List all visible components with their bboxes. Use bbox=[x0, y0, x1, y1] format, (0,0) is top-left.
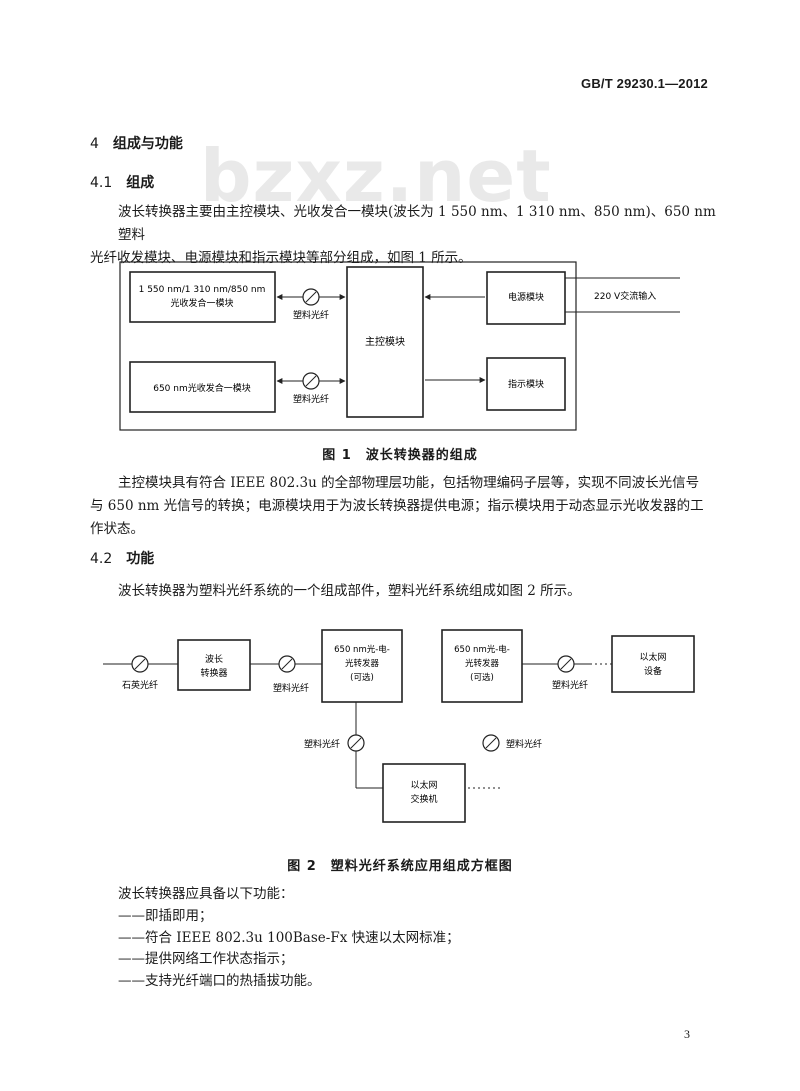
converter-outer-frame bbox=[119, 261, 577, 431]
figure-1-caption: 图 1 波长转换器的组成 bbox=[322, 448, 478, 463]
box-optical-module-label-1: 1 550 nm/1 310 nm/850 nm bbox=[139, 285, 266, 295]
box-indicator bbox=[486, 357, 566, 411]
box-power-label: 电源模块 bbox=[508, 291, 544, 303]
fiber-icon-slash bbox=[305, 375, 317, 387]
box-switch-label-1: 以太网 bbox=[410, 779, 437, 791]
box-wavelength-converter bbox=[177, 639, 251, 691]
text-line: 波长转换器为塑料光纤系统的一个组成部件，塑料光纤系统组成如图 2 所示。 bbox=[118, 583, 581, 599]
section-4-1-heading: 4.1 组成 bbox=[90, 172, 154, 192]
box-main-control bbox=[346, 266, 424, 418]
box-switch-label-2: 交换机 bbox=[410, 793, 437, 805]
figure-2-diagram: 石英光纤 波长 转换器 塑料光纤 650 nm光-电- 光转发器 (可选) 65… bbox=[103, 629, 695, 823]
section-number: 4.2 bbox=[90, 551, 113, 567]
box-transponder-2-label-2: 光转发器 bbox=[465, 658, 500, 669]
section-4-heading: 4 组成与功能 bbox=[90, 133, 183, 153]
box-transponder-2-label-1: 650 nm光-电- bbox=[454, 644, 510, 655]
figure-1-diagram: 1 550 nm/1 310 nm/850 nm 光收发合一模块 650 nm光… bbox=[119, 261, 680, 431]
label-pof-top: 塑料光纤 bbox=[293, 309, 329, 321]
box-transponder-1-label-2: 光转发器 bbox=[345, 658, 380, 669]
figure-2-caption: 图 2 塑料光纤系统应用组成方框图 bbox=[287, 859, 513, 874]
fiber-icon-slash bbox=[350, 737, 362, 749]
section-title: 功能 bbox=[126, 551, 155, 567]
list-item: ——符合 IEEE 802.3u 100Base-Fx 快速以太网标准； bbox=[118, 929, 460, 946]
text-line: 作状态。 bbox=[90, 521, 144, 537]
label-pof-2: 塑料光纤 bbox=[552, 679, 588, 691]
fiber-icon-slash bbox=[485, 737, 497, 749]
watermark: bzxz.net bbox=[200, 134, 552, 218]
paragraph-features-intro: 波长转换器应具备以下功能： bbox=[118, 883, 294, 906]
feature-list: ——即插即用； ——符合 IEEE 802.3u 100Base-Fx 快速以太… bbox=[118, 906, 460, 992]
label-pof-bottom: 塑料光纤 bbox=[293, 393, 329, 405]
label-pof-1: 塑料光纤 bbox=[273, 682, 309, 694]
label-pof-3: 塑料光纤 bbox=[304, 738, 340, 750]
text-line: 主控模块具有符合 IEEE 802.3u 的全部物理层功能，包括物理编码子层等，… bbox=[118, 475, 700, 491]
box-optical-module bbox=[129, 271, 276, 323]
section-4-2-heading: 4.2 功能 bbox=[90, 548, 154, 568]
box-converter-label-1: 波长 bbox=[205, 653, 223, 665]
page-number: 3 bbox=[684, 1027, 690, 1041]
box-ethernet-device-label-2: 设备 bbox=[644, 665, 662, 677]
label-pof-4: 塑料光纤 bbox=[506, 738, 542, 750]
section-title: 组成 bbox=[126, 175, 155, 191]
label-ac-input: 220 V交流输入 bbox=[594, 290, 656, 302]
section-title: 组成与功能 bbox=[112, 136, 183, 152]
box-ethernet-switch bbox=[382, 763, 466, 823]
fiber-icon-slash bbox=[281, 658, 293, 670]
box-transponder-2 bbox=[441, 629, 523, 703]
fiber-icon-slash bbox=[134, 658, 146, 670]
text-line: 波长转换器应具备以下功能： bbox=[118, 886, 294, 902]
list-item: ——支持光纤端口的热插拔功能。 bbox=[118, 972, 321, 989]
box-650nm-module bbox=[129, 361, 276, 413]
paragraph-function: 波长转换器为塑料光纤系统的一个组成部件，塑料光纤系统组成如图 2 所示。 bbox=[118, 580, 718, 603]
box-converter-label-2: 转换器 bbox=[200, 667, 227, 679]
box-main-control-label: 主控模块 bbox=[365, 335, 405, 348]
box-transponder-2-label-3: (可选) bbox=[470, 672, 494, 683]
box-ethernet-device-label-1: 以太网 bbox=[639, 651, 666, 663]
box-650nm-module-label: 650 nm光收发合一模块 bbox=[153, 382, 251, 394]
box-ethernet-device bbox=[611, 635, 695, 693]
box-optical-module-label-2: 光收发合一模块 bbox=[170, 297, 233, 309]
section-number: 4.1 bbox=[90, 175, 113, 191]
box-transponder-1-label-1: 650 nm光-电- bbox=[334, 644, 390, 655]
label-quartz-fiber: 石英光纤 bbox=[122, 679, 158, 691]
box-transponder-1-label-3: (可选) bbox=[350, 672, 374, 683]
paragraph-modules: 主控模块具有符合 IEEE 802.3u 的全部物理层功能，包括物理编码子层等，… bbox=[90, 472, 718, 541]
box-power bbox=[486, 271, 566, 325]
fiber-icon-slash bbox=[560, 658, 572, 670]
box-indicator-label: 指示模块 bbox=[508, 378, 544, 390]
list-item: ——提供网络工作状态指示； bbox=[118, 951, 294, 967]
box-transponder-1 bbox=[321, 629, 403, 703]
text-line: 与 650 nm 光信号的转换；电源模块用于为波长转换器提供电源；指示模块用于动… bbox=[90, 498, 704, 514]
list-item: ——即插即用； bbox=[118, 908, 213, 924]
section-number: 4 bbox=[90, 136, 99, 152]
standard-number: GB/T 29230.1—2012 bbox=[581, 76, 708, 91]
text-line: 波长转换器主要由主控模块、光收发合一模块(波长为 1 550 nm、1 310 … bbox=[118, 204, 716, 243]
fiber-icon-slash bbox=[305, 291, 317, 303]
